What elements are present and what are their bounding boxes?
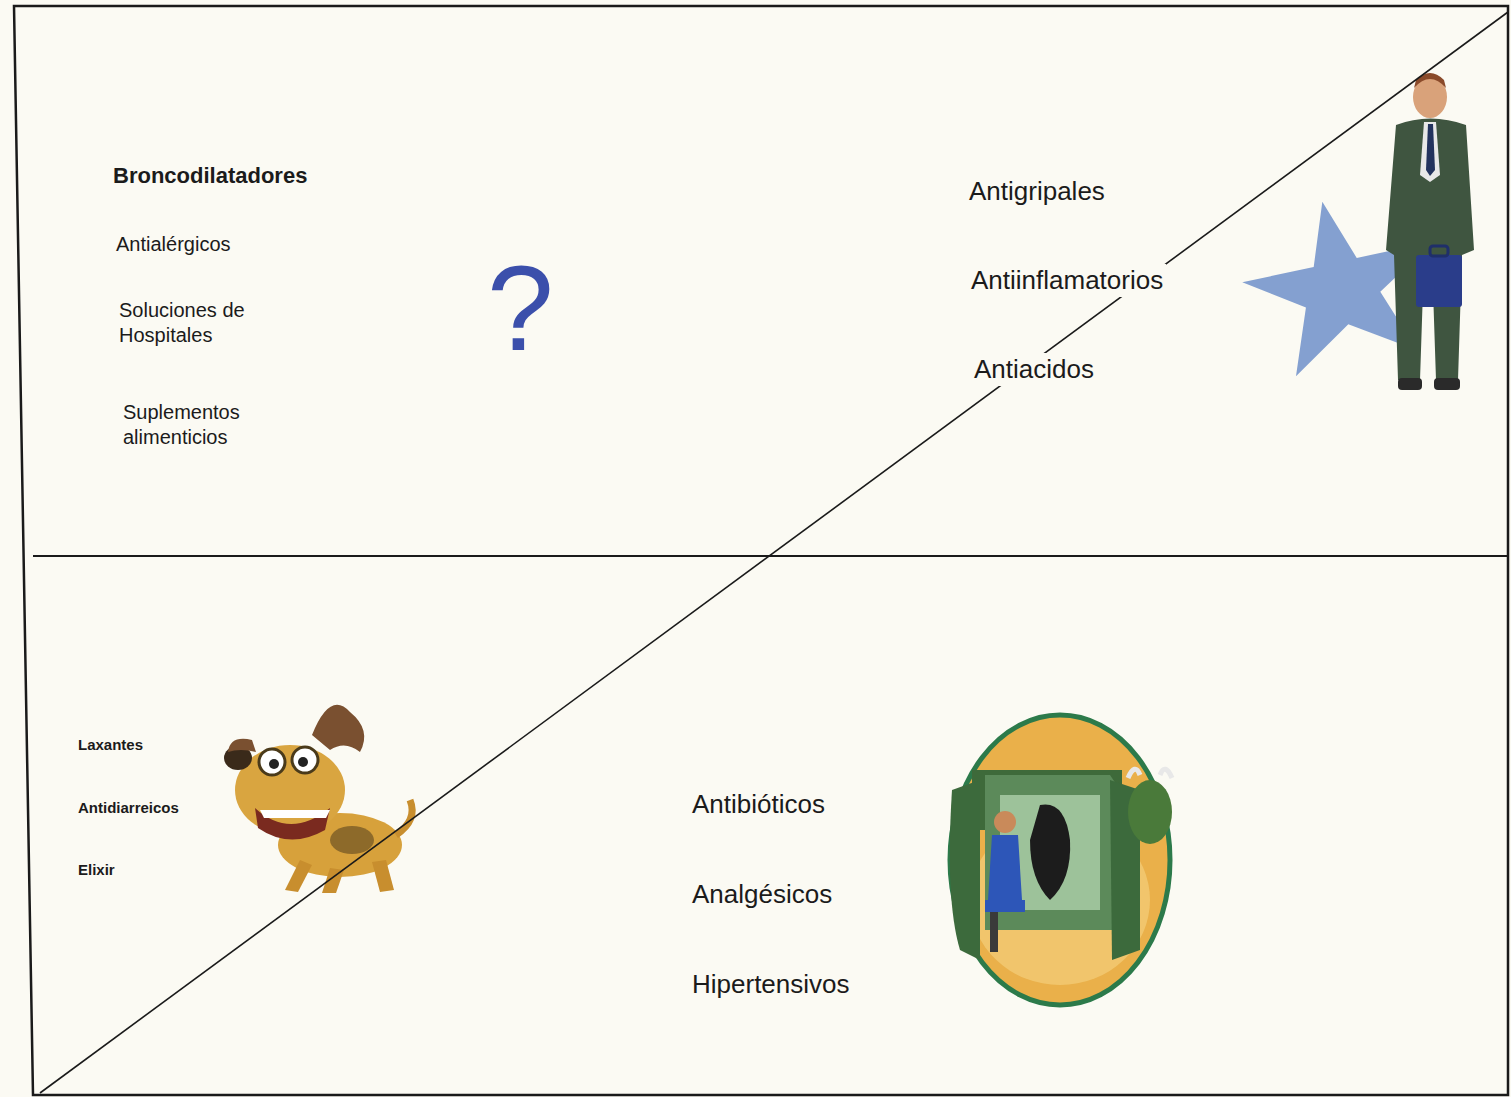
product-category: Elixir xyxy=(75,861,118,880)
businessman-figure xyxy=(1386,73,1474,390)
question-symbol: ? xyxy=(484,248,557,368)
product-category: Soluciones de Hospitales xyxy=(116,298,282,348)
matrix-quadrant: LaxantesAntidiarreicosElixir xyxy=(35,558,660,1093)
product-category: Antibióticos xyxy=(689,788,828,821)
product-category: Antiacidos xyxy=(971,353,1097,386)
product-category: Analgésicos xyxy=(689,878,835,911)
product-category: Hipertensivos xyxy=(689,968,853,1001)
matrix-quadrant: AntigripalesAntiinflamatoriosAntiacidos xyxy=(760,8,1506,554)
frame-border xyxy=(14,6,1508,1095)
product-category: Antigripales xyxy=(966,175,1108,208)
product-category: Laxantes xyxy=(75,736,146,755)
product-category: Antidiarreicos xyxy=(75,799,182,818)
product-category: Broncodilatadores xyxy=(110,162,310,190)
product-category: Antialérgicos xyxy=(113,232,234,257)
cow-vignette xyxy=(950,715,1172,1005)
product-category: Antiinflamatorios xyxy=(968,264,1166,297)
diagonal-divider xyxy=(40,12,1508,1093)
matrix-quadrant: BroncodilatadoresAntialérgicosSoluciones… xyxy=(33,8,760,554)
dog-figure xyxy=(224,705,412,893)
matrix-quadrant: AntibióticosAnalgésicosHipertensivos xyxy=(660,558,1506,1093)
product-category: Suplementos alimenticios xyxy=(120,400,286,450)
